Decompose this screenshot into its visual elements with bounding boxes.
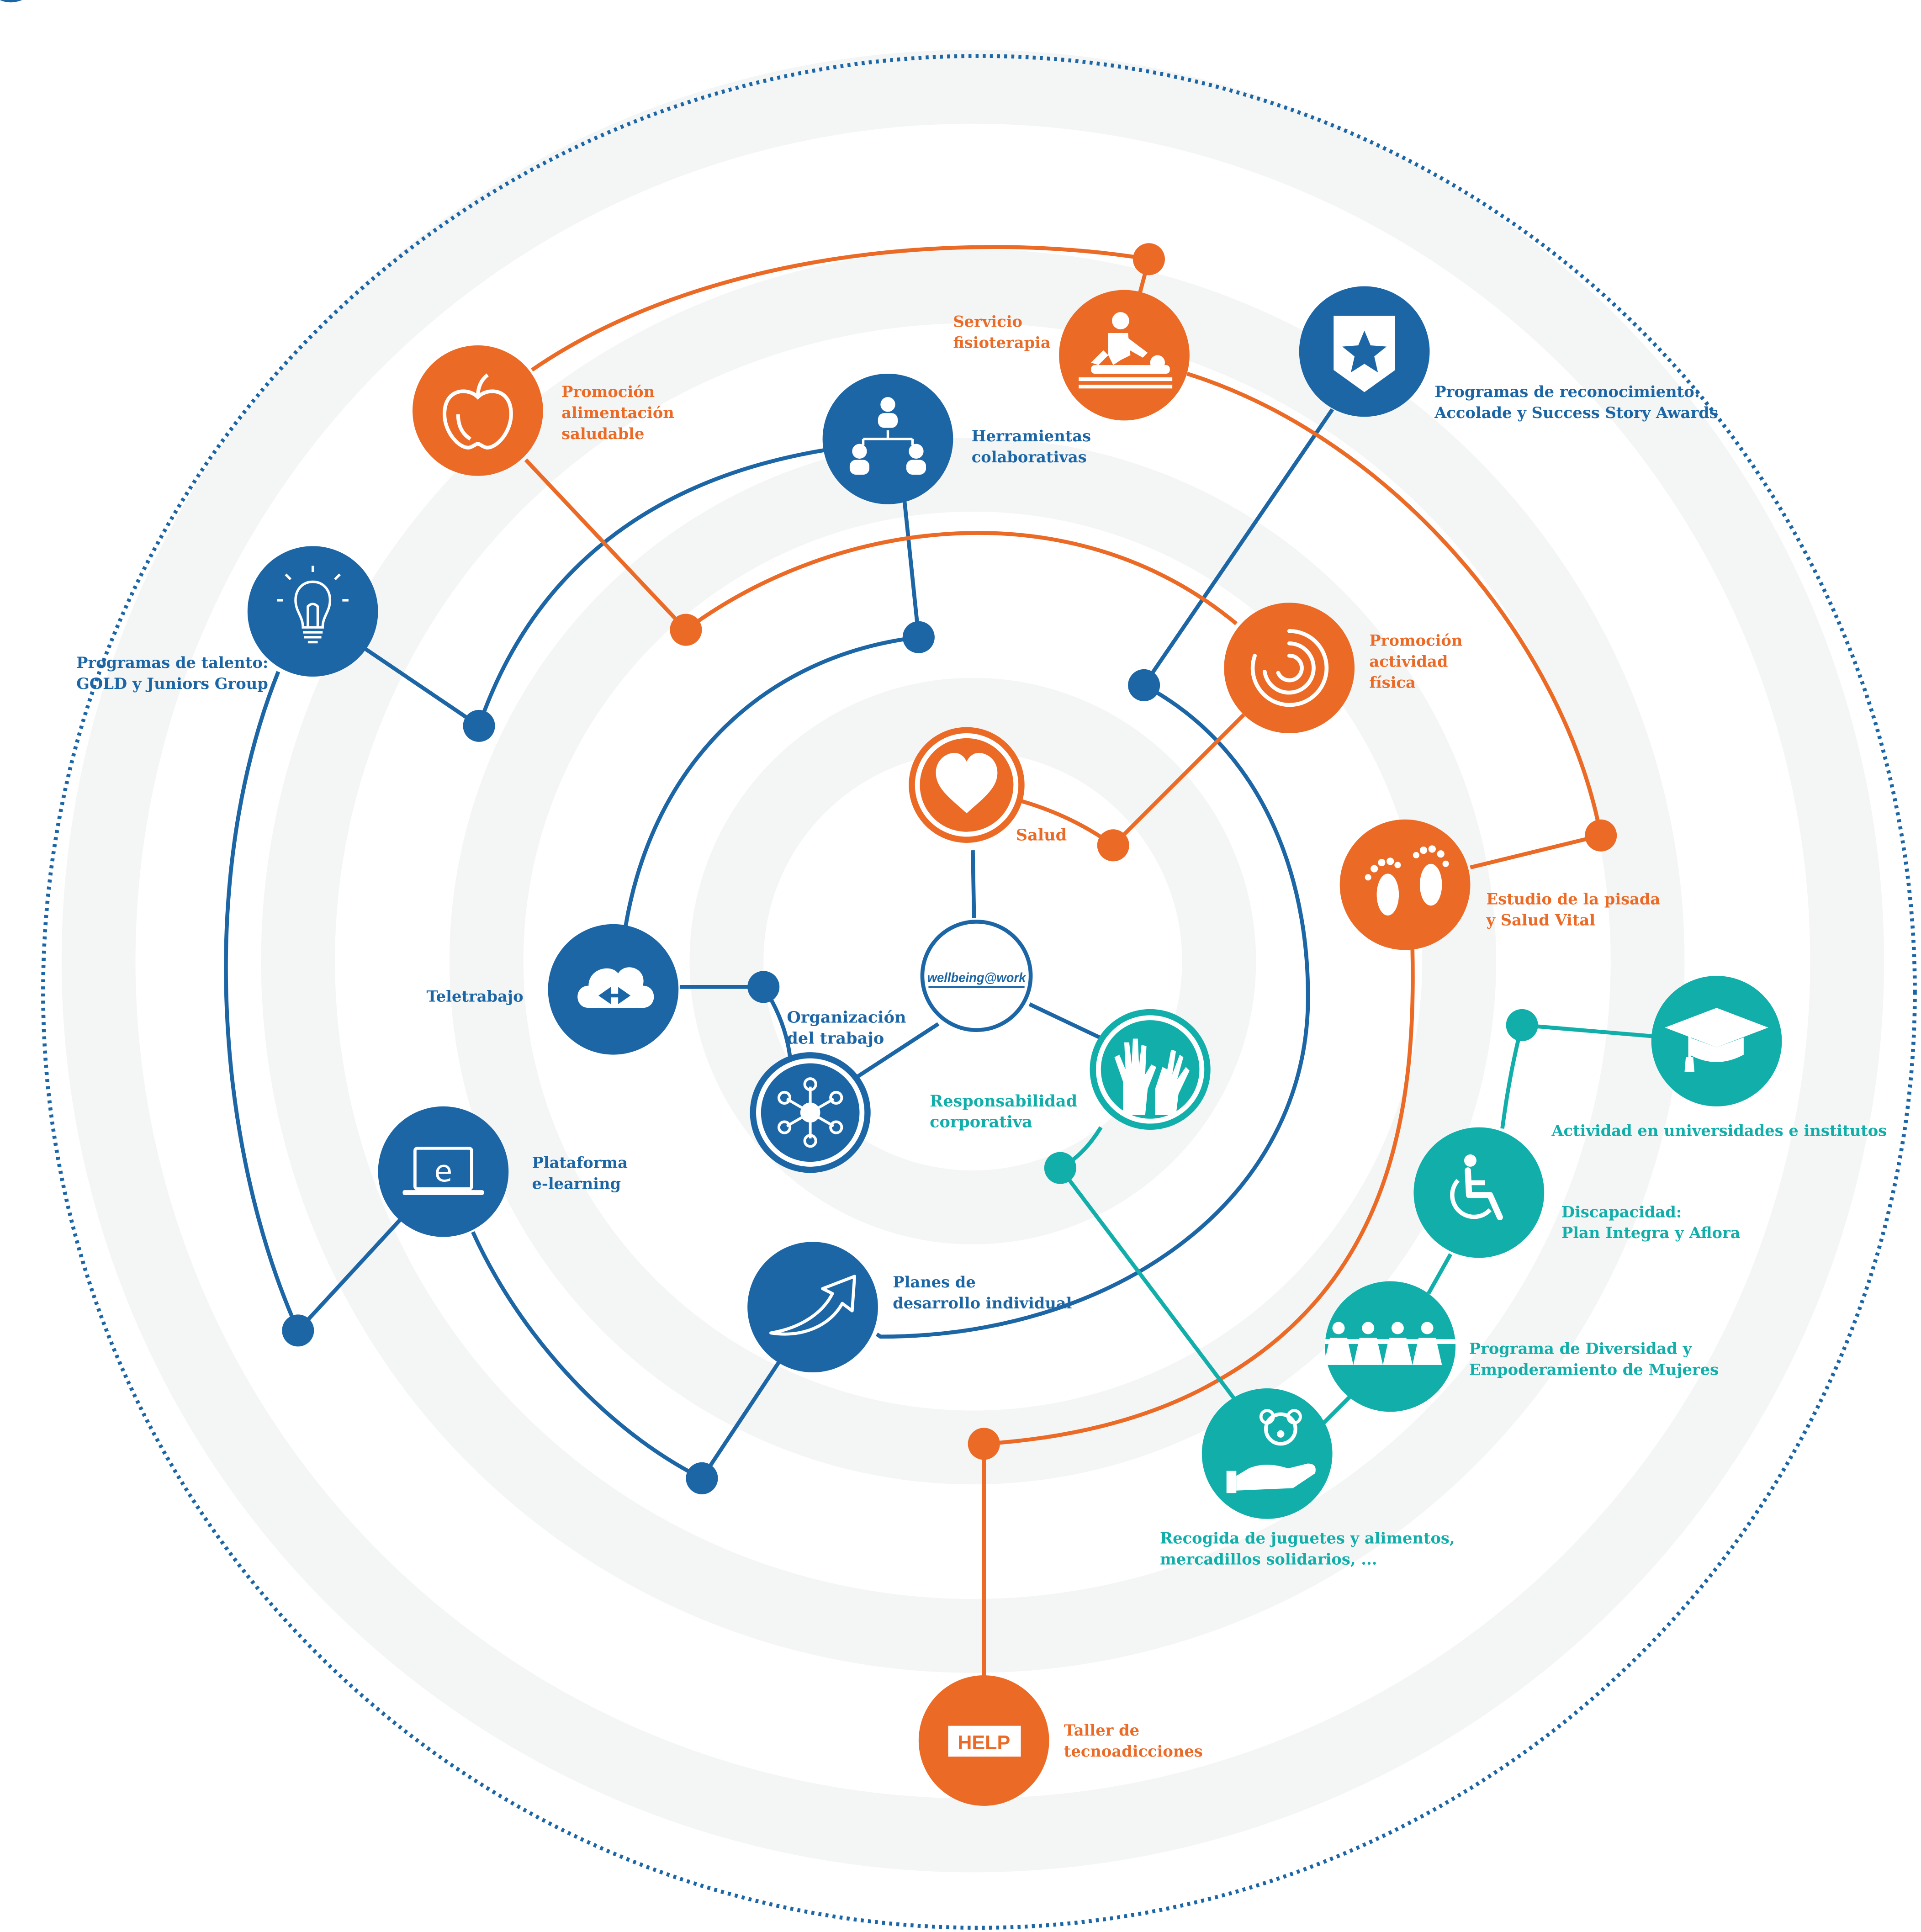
svg-text:e: e — [434, 1154, 452, 1189]
connector-dot — [1506, 1009, 1538, 1041]
network-hub-icon — [777, 1077, 843, 1148]
raised-hands-icon — [1114, 1038, 1190, 1115]
connector-dot — [902, 621, 935, 653]
alimentacion-node — [412, 345, 543, 476]
pisada-label: Estudio de la pisada y Salud Vital — [1486, 890, 1666, 929]
salud-node — [909, 727, 1025, 843]
apple-icon — [443, 373, 513, 450]
salud-label: Salud — [1016, 826, 1067, 845]
connector-dot — [463, 709, 495, 742]
organizacion-node — [750, 1052, 871, 1173]
connector-dot — [670, 614, 702, 646]
lightbulb-icon — [277, 566, 349, 644]
connector-dot — [1128, 669, 1160, 701]
connector-dot — [1097, 829, 1129, 862]
connector-lines — [224, 245, 1653, 1678]
universidades-node — [1651, 976, 1782, 1106]
cloud-arrows-icon — [577, 967, 654, 1008]
help-sign-icon — [948, 1726, 1021, 1757]
responsabilidad-node — [1090, 1009, 1211, 1130]
talento-node — [247, 546, 378, 677]
desarrollo-node — [747, 1242, 878, 1373]
dotted-outer-ring — [41, 54, 1917, 1930]
actividad-label: Promoción actividad física — [1369, 631, 1468, 692]
connector-dots — [282, 243, 1617, 1494]
center-node: wellbeing@work — [920, 920, 1033, 1032]
massage-icon — [1079, 312, 1173, 389]
teddy-hand-icon — [1226, 1409, 1316, 1493]
help-node: HELP — [918, 1675, 1049, 1806]
herramientas-node — [822, 373, 953, 504]
universidades-label: Actividad en universidades e institutos — [1551, 1121, 1887, 1139]
actividad-node — [1224, 603, 1355, 734]
center-logo: wellbeing@work — [927, 970, 1027, 985]
responsabilidad-label: Responsabilidad corporativa — [930, 1092, 1083, 1132]
reconocimiento-label: Programas de reconocimiento: Accolade y … — [1434, 382, 1718, 422]
alimentacion-label: Promoción alimentación saludable — [561, 382, 679, 443]
fisioterapia-node — [1059, 290, 1190, 421]
diversidad-label: Programa de Diversidad y Empoderamiento … — [1469, 1339, 1719, 1379]
reconocimiento-node — [1299, 286, 1430, 417]
discapacidad-node — [1413, 1127, 1545, 1258]
teletrabajo-label: Teletrabajo — [427, 987, 524, 1006]
wheelchair-icon — [1450, 1154, 1503, 1221]
heart-icon — [936, 753, 998, 814]
people-chain-icon — [1323, 1322, 1456, 1365]
growth-arrow-icon — [769, 1275, 857, 1336]
juguetes-label: Recogida de juguetes y alimentos, mercad… — [1160, 1529, 1460, 1568]
talento-label: Programas de talento: GOLD y Juniors Gro… — [76, 653, 274, 693]
background-rings — [61, 50, 1884, 1873]
target-spiral-icon — [1250, 629, 1329, 707]
desarrollo-label: Planes de desarrollo individual — [893, 1273, 1072, 1312]
connector-dot — [968, 1428, 1000, 1460]
team-hierarchy-icon — [849, 397, 926, 475]
help-label: Taller de tecnoadicciones — [1064, 1721, 1203, 1760]
connector-dot — [686, 1462, 718, 1494]
herramientas-label: Herramientas colaborativas — [972, 427, 1096, 466]
elearning-label: Plataforma e-learning — [532, 1154, 633, 1193]
organizacion-label: Organización del trabajo — [787, 1008, 911, 1048]
discapacidad-label: Discapacidad: Plan Integra y Aflora — [1561, 1202, 1741, 1242]
connector-dot — [747, 971, 780, 1003]
connector-dot — [1044, 1152, 1076, 1184]
juguetes-node — [1201, 1388, 1333, 1519]
pisada-node — [1339, 819, 1471, 950]
diversidad-node — [1323, 1281, 1456, 1412]
elearning-node: e — [378, 1106, 509, 1237]
teletrabajo-node — [548, 924, 679, 1055]
help-sign-text: HELP — [958, 1732, 1010, 1754]
connector-dot — [1132, 243, 1165, 275]
connector-dot — [1585, 819, 1617, 852]
footprints-icon — [1365, 845, 1449, 916]
connector-dot — [282, 1314, 314, 1347]
laptop-e-icon: e — [402, 1147, 484, 1195]
fisioterapia-label: Servicio fisioterapia — [953, 312, 1051, 352]
